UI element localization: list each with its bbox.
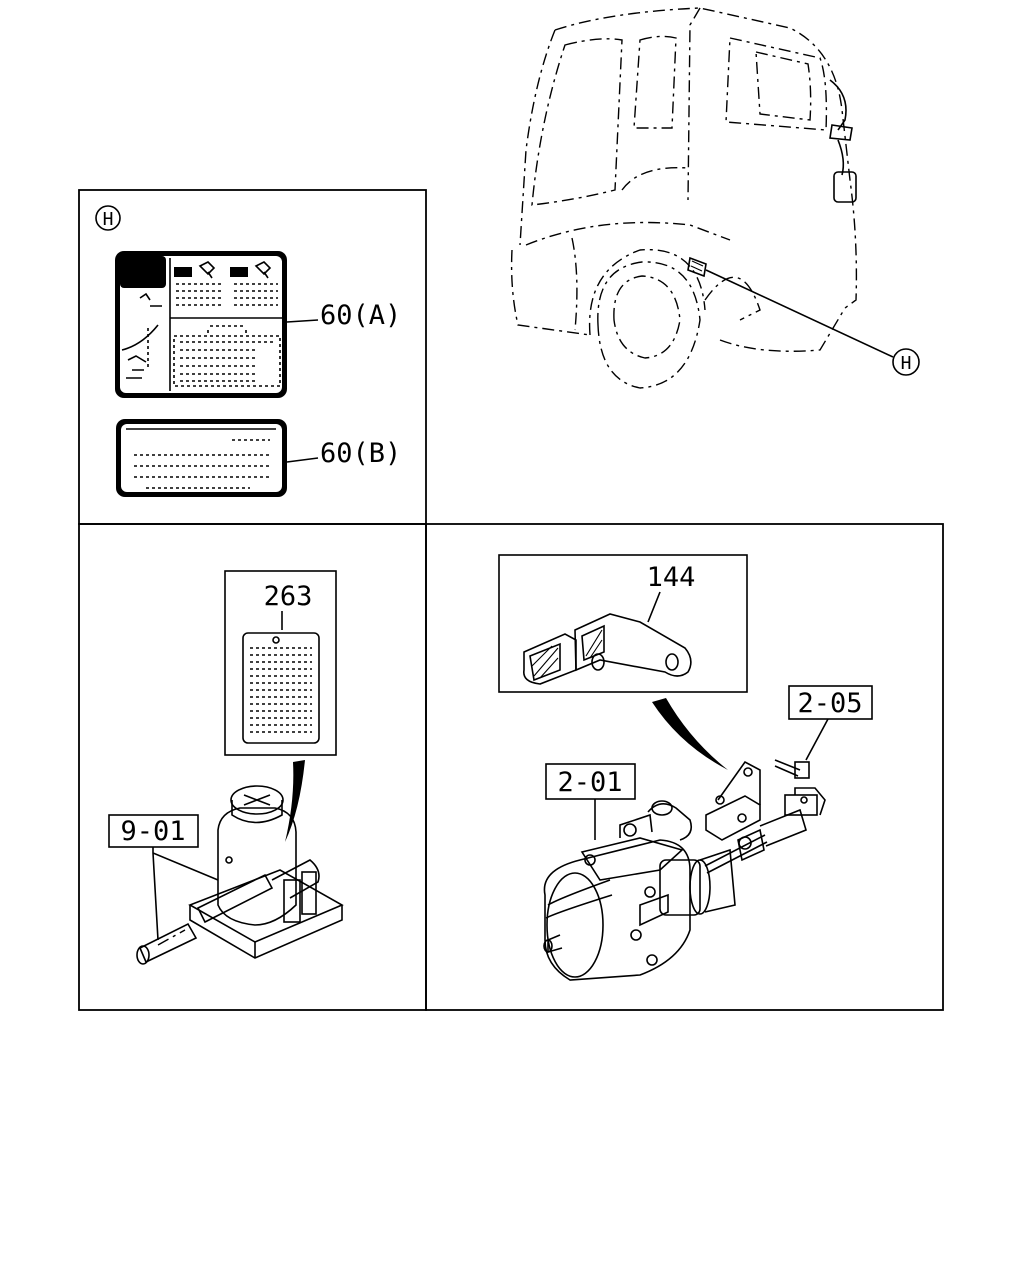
label-plate-263 [242, 632, 320, 744]
leader-line-h [705, 269, 894, 358]
callout-901: 9-01 [120, 816, 185, 847]
callout-60b: 60(B) [320, 438, 401, 469]
callout-201: 2-01 [557, 767, 622, 798]
leader-901 [152, 847, 219, 941]
label-plate-60b [116, 419, 287, 497]
bottle-jack-illustration [136, 785, 344, 965]
callout-h-truck: H [901, 353, 912, 374]
callout-60a: 60(A) [320, 300, 401, 331]
label-plate-60a [115, 251, 287, 398]
callout-box-901 [108, 814, 199, 848]
leader-205 [805, 718, 829, 761]
callout-h-panel: H [103, 209, 114, 230]
callout-box-201 [545, 763, 636, 800]
callout-box-205 [788, 685, 873, 720]
brake-booster-illustration [543, 760, 826, 981]
callout-circle-h-panel [95, 205, 121, 231]
leader-60a [286, 319, 319, 323]
callout-circle-h-truck [892, 348, 920, 376]
callout-144: 144 [647, 562, 696, 593]
leader-60b [286, 457, 319, 463]
truck-cab-illustration [510, 7, 858, 389]
diagram-frames [78, 189, 944, 1011]
pointer-arrow-booster [652, 698, 728, 770]
callout-263: 263 [264, 581, 313, 612]
callout-205: 2-05 [797, 688, 862, 719]
panel-booster-frame [425, 523, 944, 1011]
bracket-144 [523, 613, 692, 685]
leader-144 [647, 591, 661, 623]
detail-box-144 [498, 554, 748, 693]
pointer-arrow-jack [285, 760, 305, 842]
bolt-205 [774, 759, 810, 779]
